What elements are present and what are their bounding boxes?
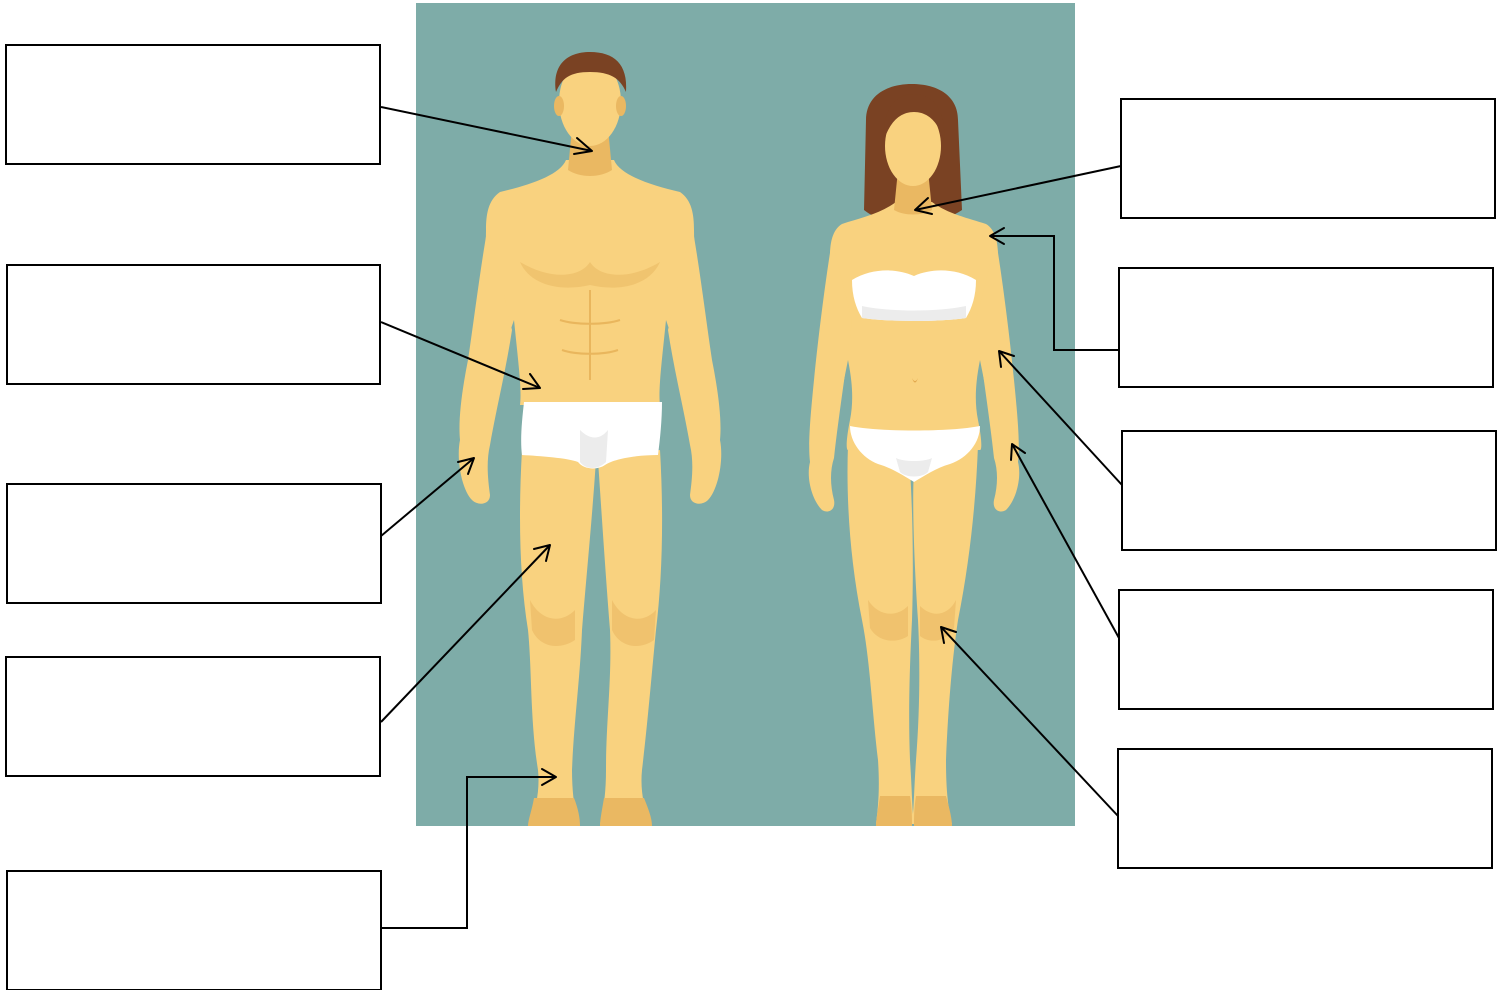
- label-box-right-3[interactable]: [1122, 431, 1496, 550]
- illustration: [416, 3, 1075, 826]
- label-box-frame[interactable]: [6, 657, 380, 776]
- label-box-right-4[interactable]: [1119, 590, 1493, 709]
- label-box-frame[interactable]: [6, 45, 380, 164]
- male-left-ear: [554, 96, 564, 116]
- label-box-frame[interactable]: [1119, 268, 1493, 387]
- label-box-right-1[interactable]: [1121, 99, 1495, 218]
- label-box-left-1[interactable]: [6, 45, 380, 164]
- label-box-frame[interactable]: [7, 484, 381, 603]
- label-box-left-5[interactable]: [7, 871, 381, 990]
- label-box-left-2[interactable]: [7, 265, 380, 384]
- male-right-foot: [600, 798, 652, 826]
- label-box-left-3[interactable]: [7, 484, 381, 603]
- male-right-ear: [616, 96, 626, 116]
- female-left-foot: [876, 796, 912, 826]
- label-box-frame[interactable]: [1118, 749, 1492, 868]
- label-box-left-4[interactable]: [6, 657, 380, 776]
- label-box-frame[interactable]: [1119, 590, 1493, 709]
- label-box-frame[interactable]: [7, 871, 381, 990]
- label-box-frame[interactable]: [1122, 431, 1496, 550]
- male-left-foot: [528, 798, 580, 826]
- label-box-frame[interactable]: [7, 265, 380, 384]
- label-box-frame[interactable]: [1121, 99, 1495, 218]
- female-right-foot: [914, 796, 952, 826]
- label-box-right-2[interactable]: [1119, 268, 1493, 387]
- label-box-right-5[interactable]: [1118, 749, 1492, 868]
